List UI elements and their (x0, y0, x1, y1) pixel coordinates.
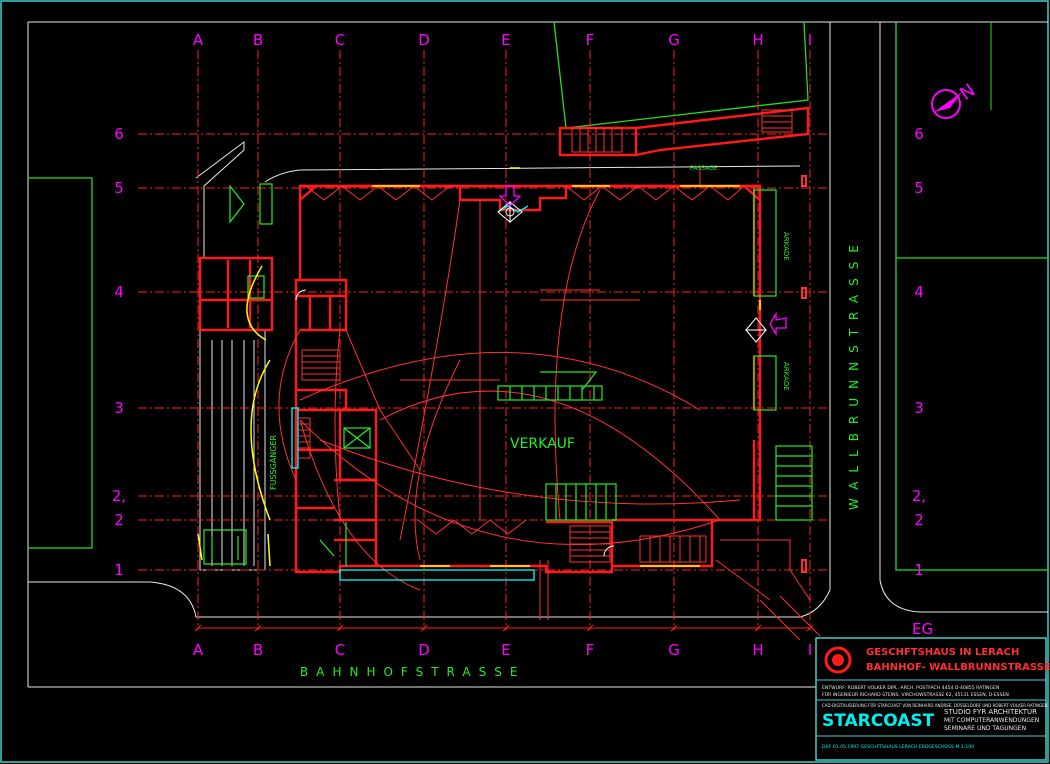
grid-label-col-top-H: H (752, 31, 763, 49)
site-context (27, 21, 1048, 618)
grid-label-col-bottom-C: C (335, 641, 345, 659)
building-walls (198, 106, 810, 574)
grid-label-col-bottom-D: D (418, 641, 430, 659)
grid-label-col-top-C: C (335, 31, 345, 49)
street-curb-line (27, 22, 831, 618)
grid-label-col-bottom-A: A (193, 641, 204, 659)
grid-label-row-left-0: 6 (114, 125, 124, 143)
grid-label-row-left-5: 2 (114, 511, 124, 529)
dimension-tick (336, 624, 344, 632)
grid-label-col-top-G: G (668, 31, 680, 49)
grid-label-col-bottom-E: E (501, 641, 510, 659)
brand-logo: STARCOAST (822, 711, 935, 731)
dimension-tick (254, 624, 262, 632)
grid-label-col-bottom-I: I (808, 641, 812, 659)
designer-line1: ENTWURF: ROBERT VOLKER DIPL.-ARCH. POSTF… (822, 685, 999, 691)
brand-sub1: STUDIO FYR ARCHITEKTUR (944, 708, 1037, 716)
ramp-outline (199, 330, 266, 571)
yellow-elements (197, 167, 761, 567)
dimension-tick (502, 624, 510, 632)
brand-sub2: MIT COMPUTERANWENDUNGEN (944, 717, 1039, 724)
title-line2: BAHNHOF- WALLBRUNNSTRASSE (866, 662, 1050, 673)
entrance-arrow-top (498, 185, 522, 207)
grid-label-col-top-A: A (193, 31, 204, 49)
neighbor-building-right (895, 22, 1048, 571)
grid-label-row-right-6: 1 (914, 561, 924, 579)
passage-label: PASSAGE (690, 165, 718, 172)
neighbor-building-top (553, 21, 809, 129)
grid-label-row-right-5: 2 (914, 511, 924, 529)
interior-details (278, 166, 821, 641)
arcade-bottom-label: ARKADE (782, 362, 790, 391)
door-symbols (295, 200, 768, 557)
dimension-tick (754, 624, 762, 632)
grid-label-col-bottom-B: B (253, 641, 263, 659)
grid-label-col-bottom-H: H (752, 641, 763, 659)
grid-label-row-left-1: 5 (114, 179, 124, 197)
grid-label-col-bottom-G: G (668, 641, 680, 659)
title-block: GESCHFTSHAUS IN LERACH BAHNHOF- WALLBRUN… (815, 637, 1050, 761)
neighbor-building-left (28, 177, 93, 549)
green-elements (203, 183, 813, 566)
grid-label-row-left-6: 1 (114, 561, 124, 579)
grid-label-row-right-4: 2, (912, 487, 926, 505)
title-block-frame (815, 637, 1047, 761)
grid-label-row-right-0: 6 (914, 125, 924, 143)
arcade-top-label: ARKADE (782, 232, 790, 261)
grid-label-row-left-2: 4 (114, 283, 124, 301)
designer-line2: FÜR INGENIEUR RICHARD STEINS, VIRCHOWSTR… (822, 691, 1009, 698)
brand-sub3: SEMINARE UND TAGUNGEN (944, 725, 1026, 732)
grid-label-row-right-3: 3 (914, 399, 924, 417)
sales-area-label: VERKAUF (510, 436, 575, 452)
grid-label-row-right-2: 4 (914, 283, 924, 301)
dimension-tick (420, 624, 428, 632)
footer-line: DXF 01.05.1997 GESCHFTSHAUS LERACH ERDGE… (822, 744, 974, 750)
grid-label-col-bottom-F: F (586, 641, 595, 659)
bahnhofstrasse-label: BAHNHOFSTRASSE (300, 665, 525, 679)
stairs (297, 109, 793, 563)
grid-label-row-left-4: 2, (112, 487, 126, 505)
grid-label-col-top-E: E (501, 31, 510, 49)
entrance-arrow-right (769, 311, 787, 337)
title-line1: GESCHFTSHAUS IN LERACH (866, 647, 1019, 658)
grid-label-col-top-B: B (253, 31, 263, 49)
grid-label-col-top-D: D (418, 31, 430, 49)
dimension-tick (194, 624, 202, 632)
pedestrian-label: FUSSGÄNGER (268, 434, 278, 490)
dimension-tick (670, 624, 678, 632)
floor-label: EG (912, 620, 933, 638)
grid-labels: A A B B C C D D E E F F G G H H I I 6 6 5 5 4 4 3 3 2, 2, 2 2 1 1 (112, 31, 926, 659)
north-arrow-icon: N (931, 80, 979, 119)
grid-label-row-right-1: 5 (914, 179, 924, 197)
grid-label-col-top-I: I (808, 31, 812, 49)
logo-icon (824, 646, 852, 674)
cyan-elements (291, 205, 535, 581)
grid-label-col-top-F: F (586, 31, 595, 49)
dimension-tick (806, 624, 814, 632)
grid-label-row-left-3: 3 (114, 399, 124, 417)
cad-line: CAD-DIGITALISIERUNG FÜR STARCOAST VON RE… (822, 703, 1048, 708)
grid-lines (138, 50, 830, 632)
wallbrunnstrasse-label: WALLBRUNNSTRASSE (847, 236, 861, 510)
dimension-tick (586, 624, 594, 632)
arrow-symbols (498, 175, 807, 573)
